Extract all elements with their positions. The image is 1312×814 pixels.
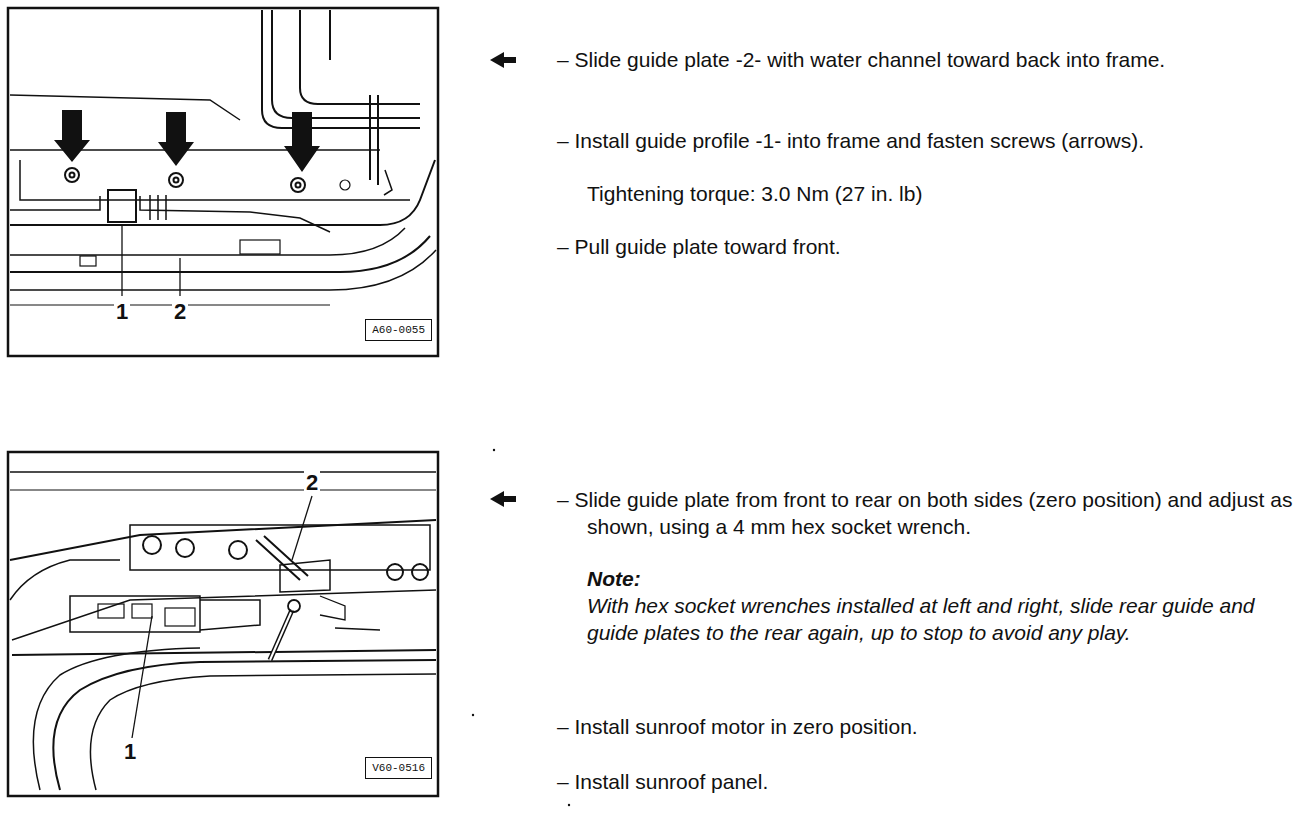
instruction-step: – Install guide profile -1- into frame a…	[557, 127, 1306, 154]
callout-number: 2	[304, 471, 320, 495]
instruction-step: – Slide guide plate -2- with water chann…	[557, 46, 1306, 73]
torque-spec: Tightening torque: 3.0 Nm (27 in. lb)	[587, 180, 1287, 207]
hex-wrench	[270, 600, 300, 660]
callout-number: 1	[122, 740, 138, 764]
leader-lines	[132, 496, 312, 738]
figure-code-box: V60-0516	[365, 757, 432, 779]
guide-mechanism-drawing	[10, 472, 436, 790]
callout-number: 1	[114, 300, 130, 324]
note-text: With hex socket wrenches installed at le…	[587, 592, 1297, 646]
figure-code: A60-0055	[372, 323, 425, 337]
instruction-step: – Install sunroof motor in zero position…	[557, 713, 1306, 740]
callout-number: 2	[172, 300, 188, 324]
sunroof-frame-drawing	[10, 10, 436, 305]
instruction-step: – Slide guide plate from front to rear o…	[557, 486, 1306, 540]
figure-code: V60-0516	[372, 761, 425, 775]
pointer-arrow	[490, 52, 516, 507]
figure-frame	[8, 8, 438, 356]
figure-frame	[8, 452, 438, 796]
stray-dot	[472, 449, 570, 806]
note-heading: Note:	[587, 565, 1287, 592]
leader-lines	[122, 224, 180, 296]
instruction-step: – Pull guide plate toward front.	[557, 233, 1306, 260]
screw-arrows	[54, 110, 320, 172]
instruction-step: – Install sunroof panel.	[557, 768, 1306, 795]
figure-code-box: A60-0055	[365, 319, 432, 341]
